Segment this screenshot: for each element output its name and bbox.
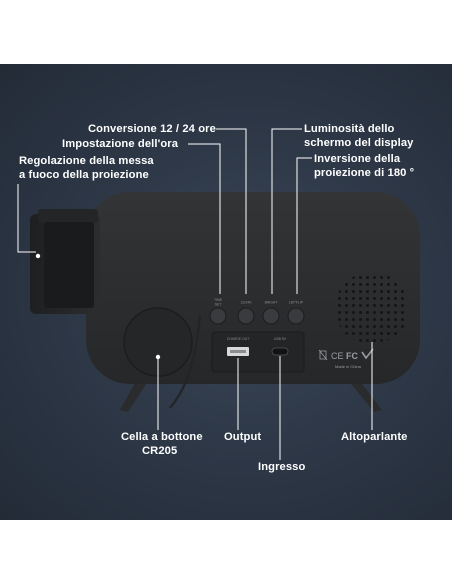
made-in-text: Made in China: [335, 364, 362, 369]
leader-lines: [17, 128, 373, 460]
label-flip-line-1: Inversione della: [314, 153, 401, 165]
btn-12-24-label: 12/24H: [241, 301, 252, 305]
port-panel: [211, 331, 305, 373]
label-battery-line-2: CR205: [142, 445, 178, 457]
speaker-grille: [336, 274, 408, 342]
label-brightness-line-2: schermo del display: [304, 137, 414, 149]
usb-5v-label: USB 5V: [274, 337, 287, 341]
product-image-panel: TIME SET 12/24H BRIGHT 180°FLIP CHARGE O…: [0, 64, 452, 520]
label-flip-line-2: proiezione di 180 °: [314, 167, 415, 179]
btn-flip-label: 180°FLIP: [289, 301, 304, 305]
brightness-button[interactable]: [262, 307, 280, 325]
label-battery-line-1: Cella a bottone: [121, 431, 203, 443]
certification-marks: CE FC Made in China: [318, 348, 374, 369]
label-time-setting: Impostazione dell'ora: [62, 138, 179, 150]
label-focus-line-2: a fuoco della proiezione: [19, 169, 149, 181]
projector-clock-illustration: TIME SET 12/24H BRIGHT 180°FLIP CHARGE O…: [17, 128, 420, 460]
label-input: Ingresso: [258, 461, 306, 473]
fcc-mark: FC: [346, 351, 358, 361]
flip-button[interactable]: [287, 307, 305, 325]
ce-mark: CE: [331, 351, 344, 361]
charge-out-label: CHARGE OUT: [227, 337, 250, 341]
btn-time-set-label-1: TIME: [214, 298, 223, 302]
label-brightness-line-1: Luminosità dello: [304, 123, 395, 135]
right-leg: [348, 376, 382, 412]
label-12-24-conversion: Conversione 12 / 24 ore: [88, 123, 216, 135]
btn-time-set-label-2: SET: [215, 303, 222, 307]
btn-bright-label: BRIGHT: [265, 301, 278, 305]
focus-pointer-dot: [35, 253, 41, 259]
label-speaker: Altoparlante: [341, 431, 408, 443]
battery-pointer-dot: [155, 354, 161, 360]
format-12-24-button[interactable]: [237, 307, 255, 325]
label-output: Output: [224, 431, 262, 443]
label-focus-line-1: Regolazione della messa: [19, 155, 154, 167]
time-set-button[interactable]: [209, 307, 227, 325]
usb-c-input-port[interactable]: [271, 347, 289, 356]
